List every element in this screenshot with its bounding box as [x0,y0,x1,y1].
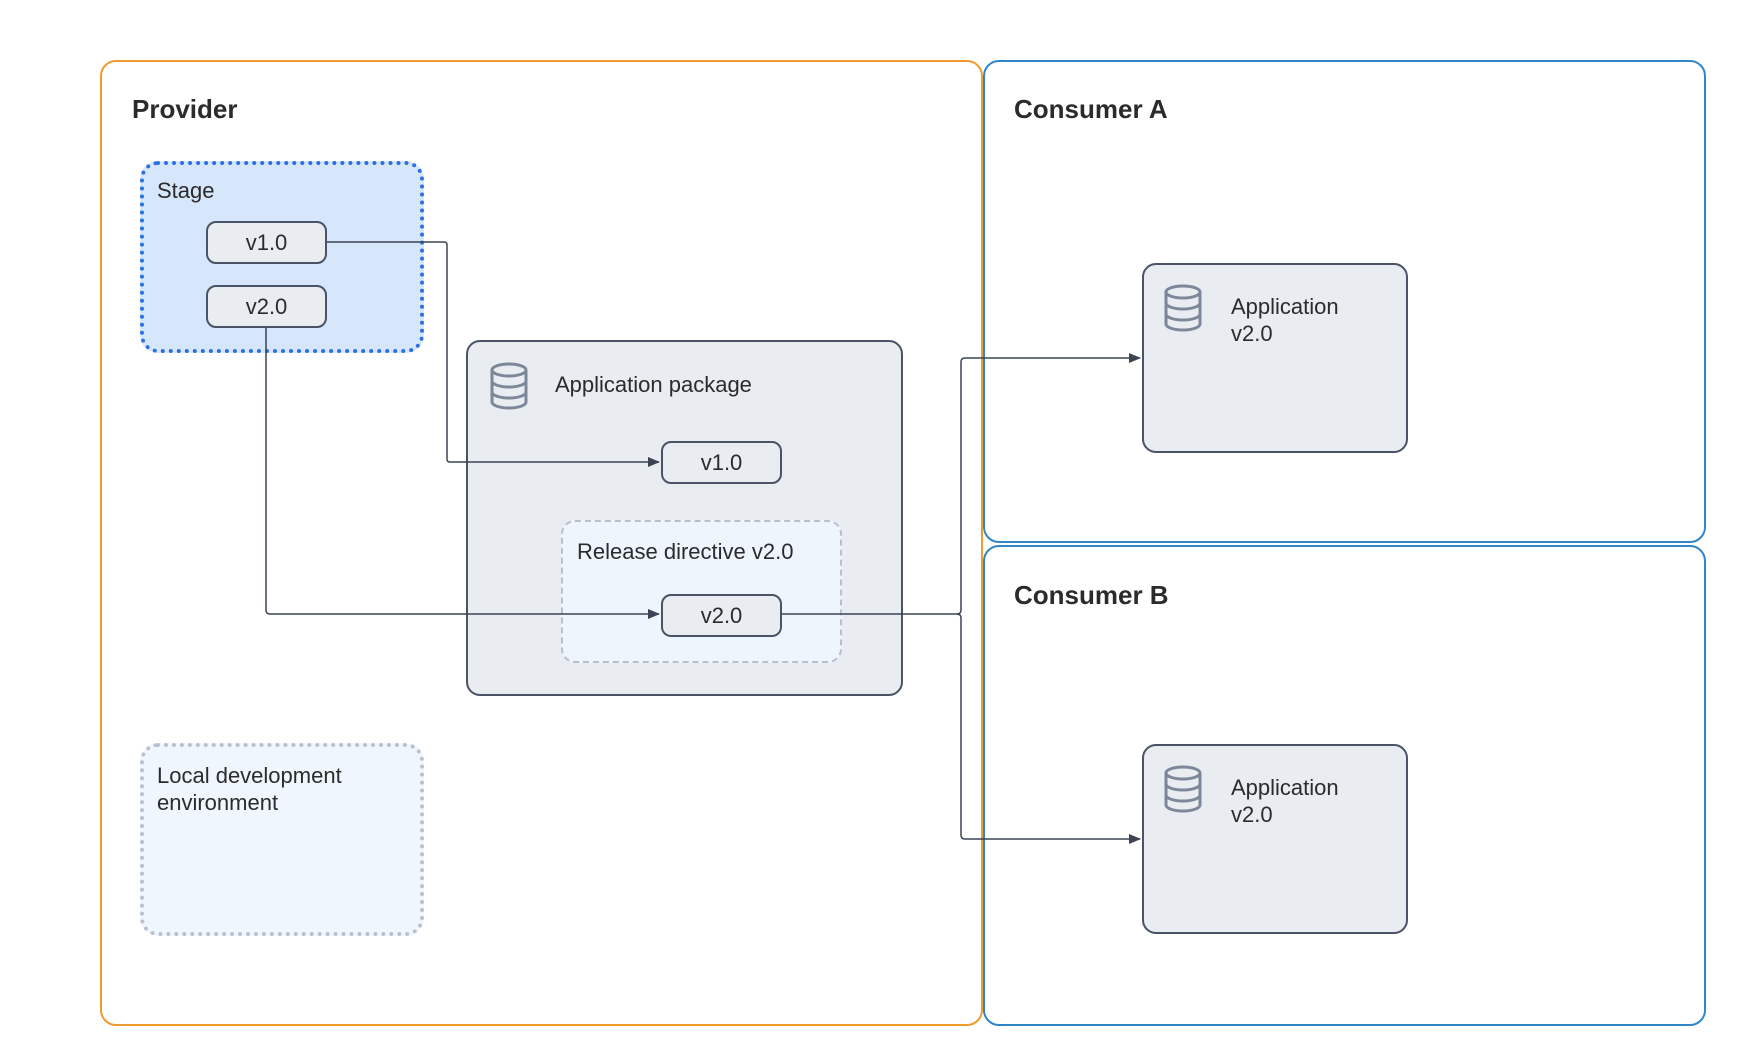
stage-label: Stage [157,178,215,203]
consumer-b-application [1142,744,1408,934]
consumer-b-title: Consumer B [1014,580,1169,610]
local-dev-box [140,743,424,936]
application-package-label: Application package [555,372,752,397]
consumer-a-application [1142,263,1408,453]
database-icon [1164,284,1202,332]
consumer-a-application-label: Application v2.0 [1231,294,1339,346]
release-directive-label: Release directive v2.0 [577,539,794,564]
consumer-a-title: Consumer A [1014,94,1168,124]
stage-version-v2: v2.0 [206,285,327,328]
database-icon [1164,765,1202,813]
consumer-b-application-label: Application v2.0 [1231,775,1339,827]
release-version-v2: v2.0 [661,594,782,637]
provider-title: Provider [132,94,238,124]
local-dev-label: Local development environment [157,763,342,815]
stage-version-v1: v1.0 [206,221,327,264]
package-version-v1: v1.0 [661,441,782,484]
database-icon [490,362,528,410]
